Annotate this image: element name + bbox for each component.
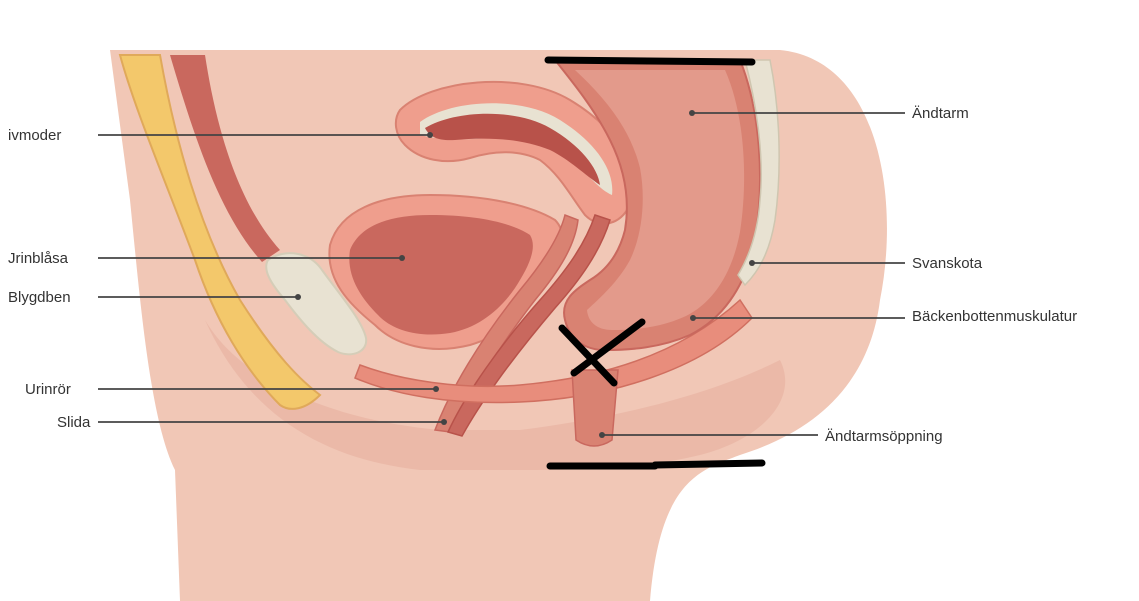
label-svanskota: Svanskota bbox=[912, 255, 982, 273]
leader-dot-blygdben bbox=[295, 294, 301, 300]
label-slida: Slida bbox=[57, 414, 90, 432]
leader-dot-urinror bbox=[433, 386, 439, 392]
label-andtarmsoppning: Ändtarmsöppning bbox=[825, 428, 943, 446]
leader-dot-livmoder bbox=[427, 132, 433, 138]
label-urinblasa: Jrinblåsa bbox=[8, 250, 68, 268]
label-livmoder: ivmoder bbox=[8, 127, 61, 145]
leader-dot-svanskota bbox=[749, 260, 755, 266]
leader-dot-urinblasa bbox=[399, 255, 405, 261]
annotation-top-bar bbox=[548, 60, 752, 62]
leader-dot-backenbotten bbox=[690, 315, 696, 321]
leader-dot-slida bbox=[441, 419, 447, 425]
label-urinror: Urinrör bbox=[25, 381, 71, 399]
annotation-bottom-bar-2 bbox=[655, 463, 762, 465]
leader-dot-andtarmsoppning bbox=[599, 432, 605, 438]
leader-dot-andtarm bbox=[689, 110, 695, 116]
label-andtarm: Ändtarm bbox=[912, 105, 969, 123]
label-backenbottenmuskulatur: Bäckenbottenmuskulatur bbox=[912, 308, 1077, 326]
label-blygdben: Blygdben bbox=[8, 289, 71, 307]
